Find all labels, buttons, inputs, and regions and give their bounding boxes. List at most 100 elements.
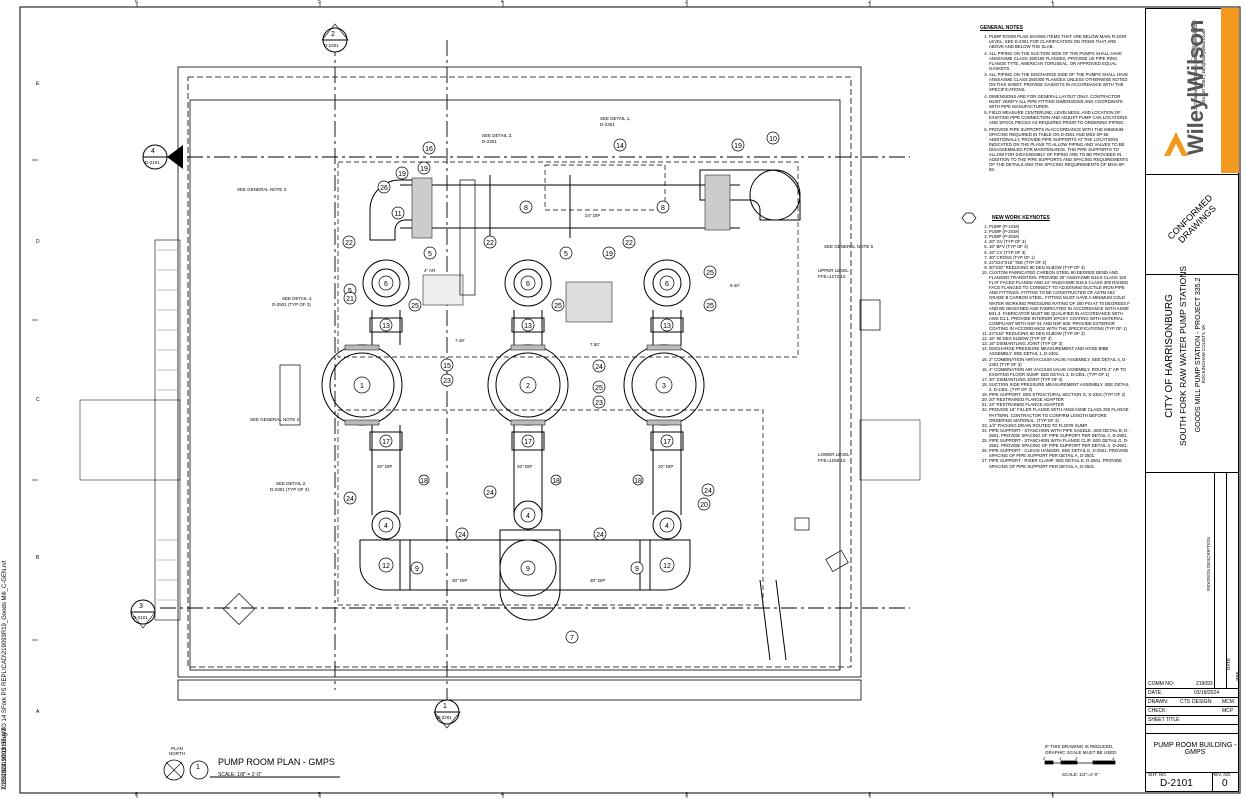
pipe-size-20-dip-3: 20" DIP	[658, 464, 674, 469]
sheet-title: PUMP ROOM BUILDING - GMPS	[1153, 742, 1237, 756]
dim-749: 7.49'	[455, 338, 465, 343]
svg-text:25: 25	[706, 303, 714, 310]
general-note-item: PROVIDE PIPE SUPPORTS IN ACCORDANCE WITH…	[989, 127, 1130, 173]
svg-text:23: 23	[443, 378, 451, 385]
keynote-item: CUSTOM FABRICATED CARBON STEEL 90 DEGREE…	[989, 270, 1130, 331]
section-marker-2-num: 2	[331, 31, 335, 38]
svg-text:13: 13	[663, 323, 671, 330]
grid-col-6-bottom: 6	[135, 792, 138, 798]
section-marker-2-sheet: D-2201	[324, 43, 339, 48]
callout-general-note-3: SEE GENERAL NOTE 3	[237, 187, 287, 192]
section-marker-1-num: 1	[443, 703, 447, 710]
svg-text:11: 11	[394, 211, 401, 218]
scale-mark-0: 0'	[1043, 756, 1046, 761]
svg-text:18: 18	[552, 478, 560, 485]
rev-no-label: REV. NO.	[1212, 772, 1232, 777]
callout-detail-4-sheet: D-2501 (TYP OF 3)	[272, 302, 311, 307]
keynote-item: PIPE SUPPORT - STANCHION WITH PIPE SADDL…	[989, 428, 1130, 438]
grid-col-3: 3	[685, 0, 688, 5]
svg-text:19: 19	[420, 166, 428, 173]
svg-text:26: 26	[380, 185, 388, 192]
svg-text:4: 4	[526, 513, 530, 520]
dim-940: 9.40'	[730, 283, 740, 288]
design-value: MCM	[1222, 699, 1234, 705]
grid-col-4-bottom: 4	[501, 792, 504, 798]
svg-text:25: 25	[554, 303, 562, 310]
firm-tagline: Constant Progress.	[1191, 18, 1197, 62]
scale-note-1: IF THIS DRAWING IS REDUCED,	[1045, 744, 1114, 749]
svg-text:5: 5	[428, 251, 432, 258]
svg-text:17: 17	[382, 439, 390, 446]
svg-text:18: 18	[634, 478, 642, 485]
grid-col-2: 2	[868, 0, 871, 5]
svg-text:22: 22	[486, 240, 494, 247]
callout-detail-3-sheet: D-2301	[482, 139, 497, 144]
grid-col-5: 5	[318, 0, 321, 5]
keynote-item: PUMP (P-1GM)	[989, 224, 1130, 229]
svg-text:24: 24	[486, 490, 494, 497]
general-note-item: ALL PIPING ON THE SUCTION SIDE OF THE PU…	[989, 51, 1130, 71]
scale-mark-1: 1'	[1059, 756, 1062, 761]
svg-text:9: 9	[415, 566, 419, 573]
keynote-item: 24"X24"X16" TEE (TYP OF 2)	[989, 260, 1130, 265]
svg-text:19: 19	[605, 251, 613, 258]
svg-text:16: 16	[425, 146, 433, 153]
keynote-item: PIPE SUPPORT - CLEVIS HANGER. SEE DETAIL…	[989, 448, 1130, 458]
keynote-item: 20" DISMANTLING JOINT (TYP OF 3)	[989, 377, 1130, 382]
section-marker-3-sheet: D-2101	[133, 615, 148, 620]
svg-text:23: 23	[595, 400, 603, 407]
plan-north-label: PLAN NORTH	[169, 746, 185, 756]
svg-text:8: 8	[661, 205, 665, 212]
svg-text:1: 1	[360, 383, 364, 390]
svg-text:4: 4	[384, 523, 388, 530]
sheet-no-label: SHT. NO.	[1148, 772, 1168, 777]
svg-text:24: 24	[595, 364, 603, 371]
keynote-item: 2" COMBINATION AIR/VACUUM VALVE ASSEMBLY…	[989, 357, 1130, 367]
svg-text:20: 20	[700, 502, 708, 509]
brk-col-header: BRK	[1235, 671, 1240, 681]
general-note-item: FIELD MEASURE CENTERLINE, LEVELNESS, AND…	[989, 110, 1130, 125]
svg-text:22: 22	[625, 240, 633, 247]
scale-mark-2: 2'	[1075, 756, 1078, 761]
keynote-item: 4" COMBINATION AIR VACUUM VALVE ASSEMBLY…	[989, 367, 1130, 377]
pipe-size-30-dip-2: 30" DIP	[590, 578, 606, 583]
section-marker-4-num: 4	[151, 148, 155, 155]
callout-detail-2: SEE DETAIL 2,	[276, 481, 307, 486]
callout-detail-1-sheet: D-2301	[600, 122, 615, 127]
keynotes-title: NEW WORK KEYNOTES	[992, 215, 1050, 221]
svg-text:13: 13	[524, 323, 532, 330]
grid-col-6: 6	[135, 0, 138, 5]
lower-level-ffe: FFE=1258.10	[818, 458, 846, 463]
callout-detail-2-sheet: D-2301 (TYP OF 3)	[270, 487, 309, 492]
general-note-item: ALL PIPING ON THE DISCHARGE SIDE OF THE …	[989, 72, 1130, 92]
scale-mark-4: 4'	[1112, 756, 1115, 761]
grid-col-4: 4	[501, 0, 504, 5]
grid-col-5-bottom: 5	[318, 792, 321, 798]
callout-detail-4: SEE DETAIL 4,	[282, 296, 313, 301]
svg-text:17: 17	[524, 439, 532, 446]
svg-text:5: 5	[348, 288, 352, 295]
general-notes-title: GENERAL NOTES	[980, 25, 1023, 31]
general-note-item: PUMP ROOM PLAN SHOWS ITEMS THAT ARE BELO…	[989, 34, 1130, 49]
svg-text:25: 25	[411, 303, 419, 310]
keynote-item: PIPE SUPPORT - STANCHION WITH FLANGE CLI…	[989, 438, 1130, 448]
svg-text:18: 18	[420, 478, 428, 485]
svg-text:6: 6	[665, 281, 669, 288]
print-date: 7/25/2024 10:19:37 AM	[2, 727, 8, 790]
svg-text:13: 13	[382, 323, 390, 330]
plan-title: PUMP ROOM PLAN - GMPS	[218, 757, 335, 767]
svg-text:24: 24	[596, 532, 604, 539]
county: ROCKINGHAM COUNTY, VA	[1201, 324, 1206, 384]
grid-row-e: E	[36, 81, 40, 87]
svg-text:7: 7	[570, 635, 574, 642]
svg-text:3: 3	[662, 383, 666, 390]
grid-col-3-bottom: 3	[685, 792, 688, 798]
sheet-no: D-2101	[1160, 778, 1193, 789]
keynote-item: 20" RESTRAINED FLANGE ADAPTER	[989, 397, 1130, 402]
drawn-label: DRAWN:	[1148, 699, 1169, 705]
keynote-item: 30" CROSS (TYP OF 1)	[989, 255, 1130, 260]
firm-logo-icon	[1164, 132, 1188, 156]
keynote-item: 20" GV (TYP OF 3)	[989, 239, 1130, 244]
firm-accent-bar	[1221, 8, 1239, 173]
